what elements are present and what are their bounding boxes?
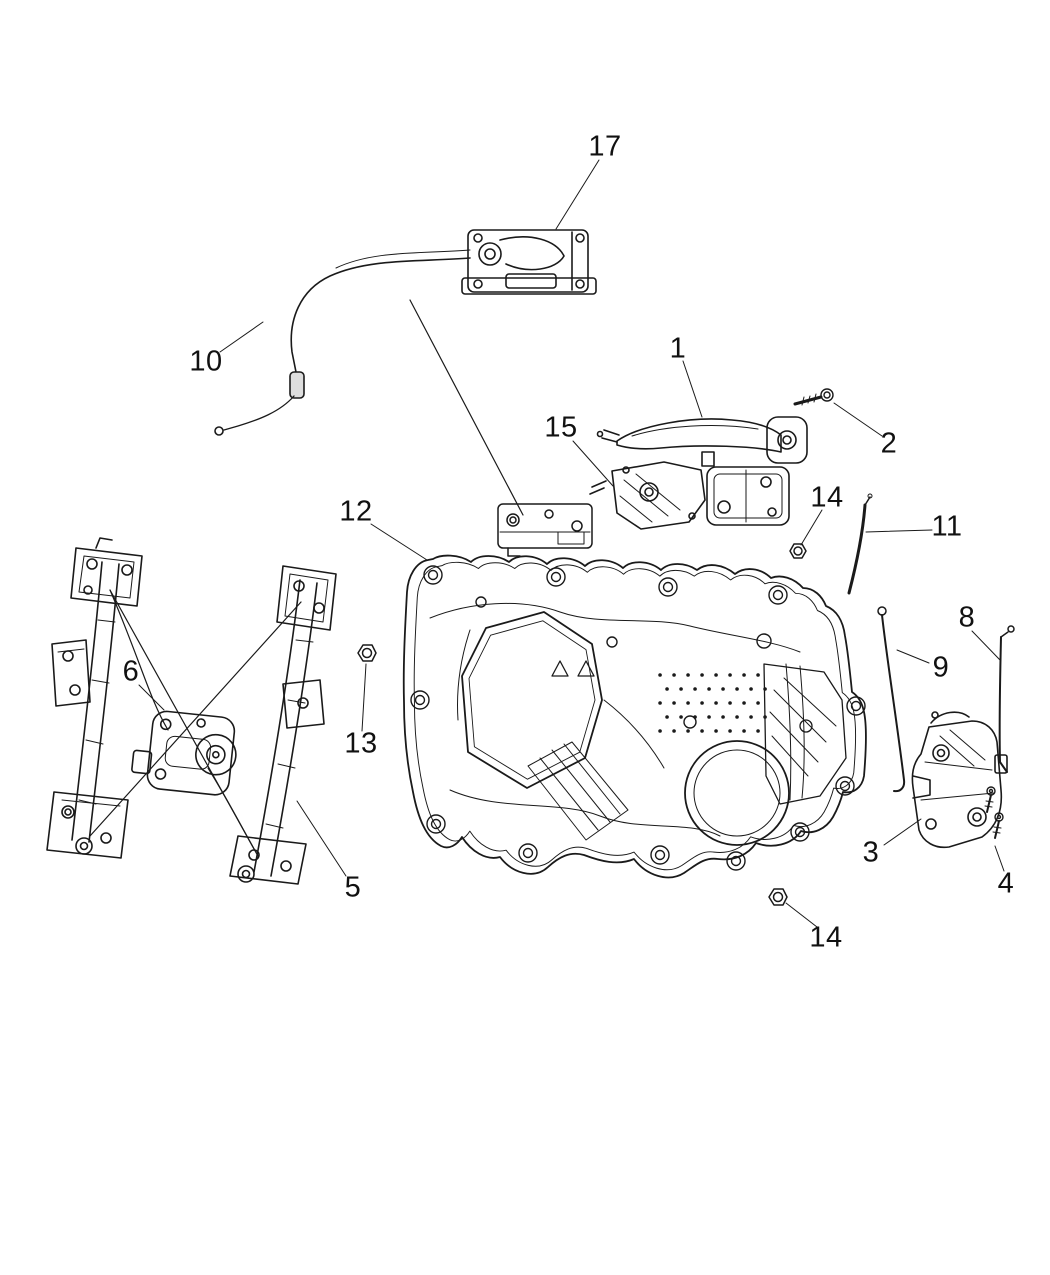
callout-14-upper: 14	[810, 481, 844, 514]
door-module-plate-drawing	[402, 503, 867, 879]
speckle-texture	[658, 673, 767, 733]
callout-10: 10	[189, 345, 223, 378]
window-regulator-drawing	[46, 537, 337, 885]
cable-link-line	[409, 299, 524, 516]
window-motor-drawing	[131, 710, 237, 796]
release-cable-drawing	[214, 249, 471, 436]
callout-1: 1	[669, 332, 687, 365]
inside-handle-unit-drawing	[461, 229, 597, 295]
callout-8: 8	[958, 601, 976, 634]
door-latch-drawing	[911, 711, 1008, 849]
callout-11: 11	[931, 510, 963, 543]
handle-bracket-drawing	[589, 461, 790, 530]
remote-bracket-drawing	[497, 503, 593, 557]
nut-left-drawing	[357, 644, 377, 662]
callout-14-lower: 14	[809, 921, 843, 954]
callout-17: 17	[588, 130, 622, 163]
handle-screw-drawing	[793, 388, 834, 406]
callout-9: 9	[932, 651, 950, 684]
lock-rod-drawing	[847, 493, 873, 595]
nut-lower-drawing	[768, 888, 788, 906]
callout-4: 4	[997, 867, 1015, 900]
callout-13: 13	[344, 727, 378, 760]
latch-screws-drawing	[984, 786, 1004, 839]
callout-3: 3	[862, 836, 880, 869]
nut-upper-drawing	[789, 543, 807, 559]
callout-5: 5	[344, 871, 362, 904]
callout-6: 6	[122, 655, 140, 688]
callout-15: 15	[544, 411, 578, 444]
link-rod-outer-drawing	[998, 625, 1015, 773]
exterior-handle-drawing	[596, 416, 808, 467]
link-rod-inner-drawing	[877, 606, 906, 793]
callout-2: 2	[880, 427, 898, 460]
callout-12: 12	[339, 495, 373, 528]
leader-lines	[138, 159, 1005, 928]
